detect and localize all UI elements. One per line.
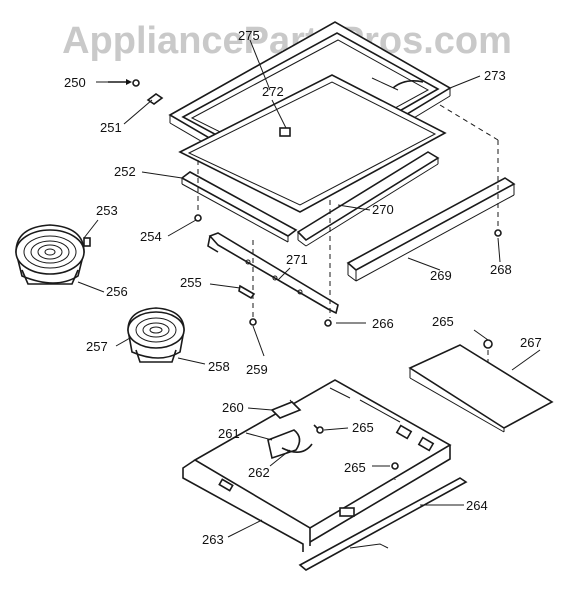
callout-253: 253: [96, 203, 118, 218]
rail-269: [346, 177, 516, 282]
clip-273: [392, 80, 424, 89]
drip-pan-256: [21, 269, 79, 285]
screw-259: [249, 318, 257, 326]
screw-266: [324, 319, 332, 327]
callout-258: 258: [208, 359, 230, 374]
surface-element-large: [15, 224, 91, 284]
callout-261: 261: [218, 426, 240, 441]
callout-264: 264: [466, 498, 488, 513]
callout-252: 252: [114, 164, 136, 179]
callout-257: 257: [86, 339, 108, 354]
callout-256: 256: [106, 284, 128, 299]
callout-254: 254: [140, 229, 162, 244]
bottom-pan: [182, 379, 452, 552]
callout-251: 251: [100, 120, 122, 135]
bracket-260: [270, 401, 302, 419]
screw-265a: [483, 339, 493, 349]
callout-275: 275: [238, 28, 260, 43]
glass-seal: [178, 74, 447, 213]
callout-269: 269: [430, 268, 452, 283]
rail-270: [296, 151, 440, 247]
leader-lines: [77, 39, 541, 538]
screw-268: [494, 229, 502, 237]
drip-pan-258: [135, 349, 177, 363]
screw-250: [108, 79, 140, 87]
rail-252: [180, 171, 298, 243]
bracket-251: [146, 93, 164, 105]
callout-268: 268: [490, 262, 512, 277]
callout-272: 272: [262, 84, 284, 99]
bracket-271: [207, 232, 339, 315]
callout-265-top: 265: [432, 314, 454, 329]
screw-265b: [313, 424, 324, 434]
callout-267: 267: [520, 335, 542, 350]
callout-270: 270: [372, 202, 394, 217]
callout-259: 259: [246, 362, 268, 377]
callout-260: 260: [222, 400, 244, 415]
callout-265-low: 265: [344, 460, 366, 475]
bottom-fragment: [349, 543, 389, 549]
bracket-262: [281, 443, 313, 453]
strap-264: [298, 477, 468, 571]
screw-254: [194, 214, 202, 222]
callout-255: 255: [180, 275, 202, 290]
callout-250: 250: [64, 75, 86, 90]
callout-265-mid: 265: [352, 420, 374, 435]
surface-element-small: [127, 307, 185, 359]
callout-266: 266: [372, 316, 394, 331]
callout-262: 262: [248, 465, 270, 480]
callout-labels: 250 251 252 253 254 255 256 257 258 259 …: [64, 28, 542, 547]
shield-267: [408, 344, 554, 433]
callout-271: 271: [286, 252, 308, 267]
callout-263: 263: [202, 532, 224, 547]
clip-255: [238, 284, 256, 300]
clip-272: [279, 127, 291, 137]
callout-273: 273: [484, 68, 506, 83]
screw-265c: [391, 462, 399, 470]
